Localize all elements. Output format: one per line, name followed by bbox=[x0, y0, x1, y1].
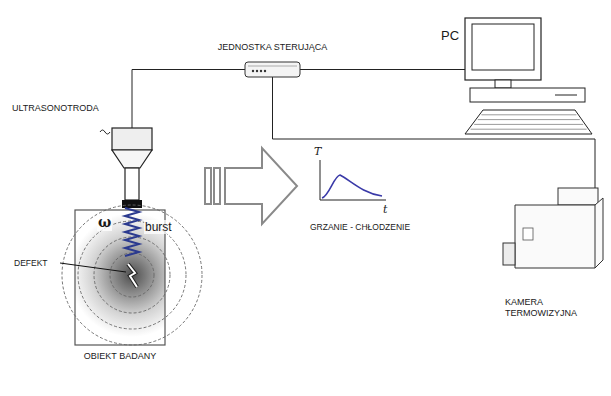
transducer-label: ULTRASONOTRODA bbox=[12, 103, 99, 114]
monitor-stand bbox=[495, 80, 511, 88]
monitor bbox=[465, 18, 541, 80]
keyboard bbox=[465, 110, 592, 134]
arrow-bar bbox=[205, 168, 211, 204]
keyboard-row bbox=[481, 114, 576, 115]
signal-wire bbox=[132, 70, 245, 129]
computer-shape bbox=[465, 18, 592, 135]
signal-wire bbox=[273, 77, 596, 188]
keyboard-row bbox=[474, 124, 583, 125]
control-unit-shape bbox=[245, 62, 300, 77]
computer: PC bbox=[465, 18, 592, 135]
angular-frequency-symbol: ω bbox=[97, 214, 112, 231]
camera-label: KAMERA TERMOWIZYJNA bbox=[505, 297, 605, 319]
transducer-tip bbox=[125, 168, 139, 200]
drive-slot bbox=[555, 95, 577, 96]
temperature-graph bbox=[320, 160, 386, 200]
thermal-camera-shape bbox=[503, 188, 603, 272]
defect-label: DEFEKT bbox=[14, 258, 48, 268]
ultrasonic-transducer: ULTRASONOTRODA bbox=[112, 128, 152, 208]
contact-plate bbox=[122, 200, 142, 208]
axis-label-temperature: T bbox=[314, 145, 321, 158]
indicator-dot bbox=[256, 70, 258, 72]
monitor-screen bbox=[472, 24, 534, 70]
camera-top-unit bbox=[558, 188, 598, 205]
indicator-dot bbox=[264, 70, 266, 72]
transducer-body bbox=[112, 128, 152, 150]
arrow-bar bbox=[214, 168, 220, 204]
vibration-spring bbox=[125, 208, 139, 256]
heat-wave-circle bbox=[110, 253, 154, 297]
box-edge bbox=[248, 66, 297, 67]
defect-leader bbox=[60, 263, 126, 272]
heating-cooling-curve bbox=[322, 175, 382, 198]
graph-caption: GRZANIE - CHŁODZENIE bbox=[310, 222, 410, 232]
keyboard-row bbox=[478, 119, 580, 120]
power-wave-symbol bbox=[100, 130, 110, 134]
camera-body bbox=[515, 198, 603, 268]
axis-label-time: t bbox=[383, 203, 387, 216]
camera-edge bbox=[595, 205, 596, 268]
defect-outline bbox=[128, 264, 137, 287]
indicator-dot bbox=[252, 70, 254, 72]
arrow-body bbox=[225, 148, 297, 224]
indicator-dot bbox=[260, 70, 262, 72]
graph-axis bbox=[320, 160, 321, 200]
camera-port bbox=[523, 228, 533, 240]
computer-label: PC bbox=[441, 28, 459, 44]
heat-wave-circle bbox=[62, 205, 202, 345]
thermal-camera: KAMERA TERMOWIZYJNA bbox=[503, 188, 603, 272]
burst-label: burst bbox=[144, 220, 173, 234]
system-unit bbox=[470, 88, 585, 102]
heat-wave-circle bbox=[94, 237, 170, 313]
signal-wire bbox=[300, 69, 465, 70]
graph-axis bbox=[320, 200, 386, 201]
defect-crack bbox=[128, 264, 137, 287]
ultrasonic-transducer-shape bbox=[112, 128, 152, 208]
control-unit-label: JEDNOSTKA STERUJĄCA bbox=[218, 42, 328, 53]
control-unit: JEDNOSTKA STERUJĄCA bbox=[245, 62, 300, 77]
transducer-horn bbox=[112, 150, 152, 168]
keyboard-row bbox=[471, 129, 587, 130]
big-arrow bbox=[205, 148, 297, 224]
object-label: OBIEKT BADANY bbox=[84, 351, 156, 362]
control-unit-box bbox=[245, 62, 300, 77]
camera-lens bbox=[503, 243, 515, 265]
